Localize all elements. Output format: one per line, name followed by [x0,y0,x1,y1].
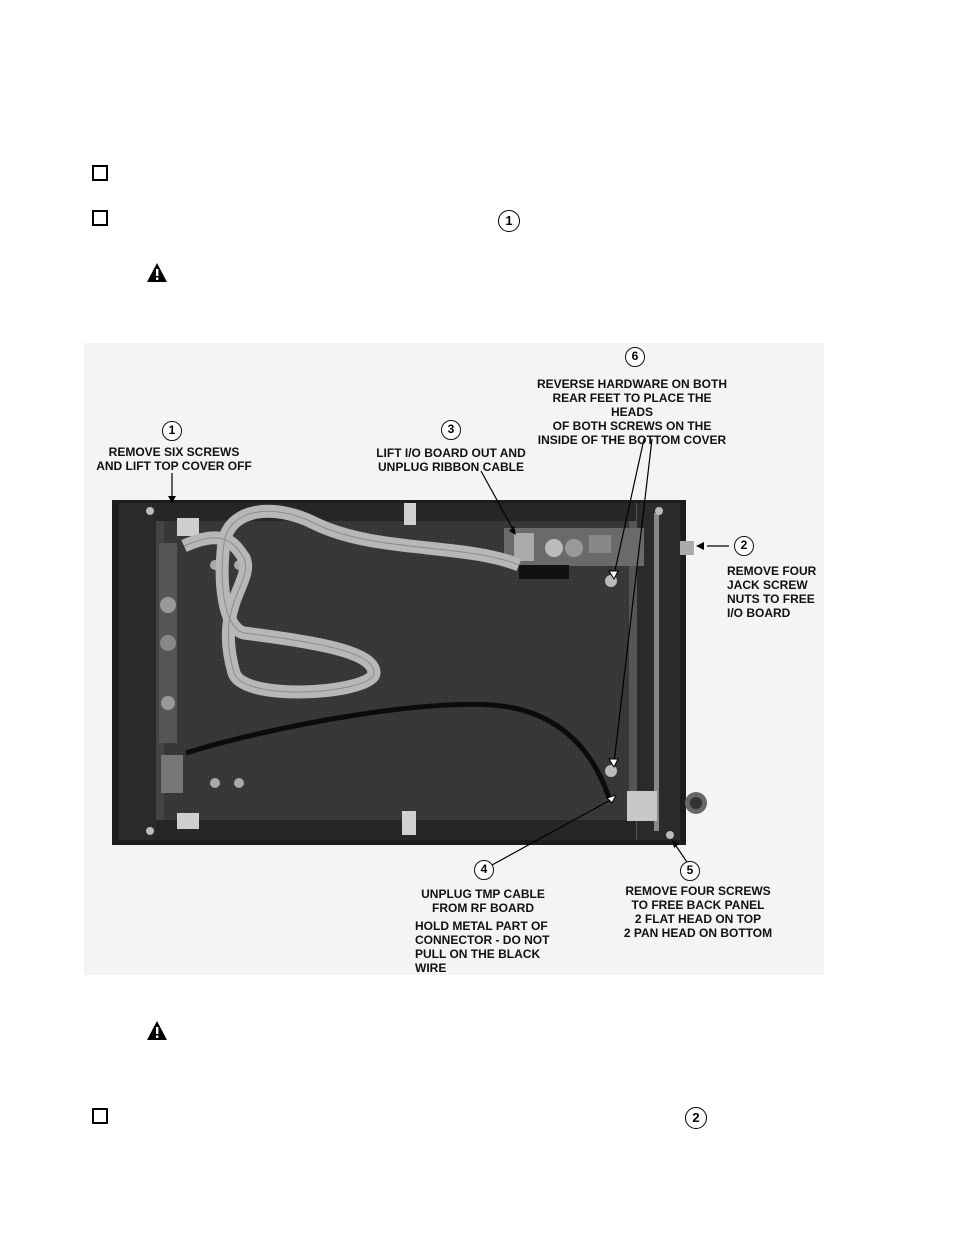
disassembly-figure: 1 2 3 4 5 6 REMOVE SIX SCREWS AND LIFT T… [84,343,824,975]
callout-2-text: REMOVE FOUR JACK SCREW NUTS TO FREE I/O … [727,564,817,620]
callout-6-number: 6 [625,347,645,367]
step-2-checkbox[interactable] [92,210,108,226]
callout-3-text: LIFT I/O BOARD OUT AND UNPLUG RIBBON CAB… [376,446,526,474]
warning-icon [147,1021,167,1040]
callout-4-note: HOLD METAL PART OF CONNECTOR - DO NOT PU… [415,919,550,975]
callout-5-number: 5 [680,861,700,881]
warning-icon [147,263,167,282]
callout-5-text: REMOVE FOUR SCREWS TO FREE BACK PANEL 2 … [623,884,773,940]
callout-4-number: 4 [474,860,494,880]
callout-1-number: 1 [162,421,182,441]
callout-6-text: REVERSE HARDWARE ON BOTH REAR FEET TO PL… [536,377,727,447]
step-3-reference-number: 2 [685,1107,707,1129]
callout-2-number: 2 [734,536,754,556]
callout-4-text: UNPLUG TMP CABLE FROM RF BOARD [421,887,545,915]
step-2-reference-number: 1 [498,210,520,232]
step-1-checkbox[interactable] [92,165,108,181]
callout-1-text: REMOVE SIX SCREWS AND LIFT TOP COVER OFF [96,445,252,473]
step-3-checkbox[interactable] [92,1108,108,1124]
chassis-photo [112,438,729,866]
callout-3-number: 3 [441,420,461,440]
